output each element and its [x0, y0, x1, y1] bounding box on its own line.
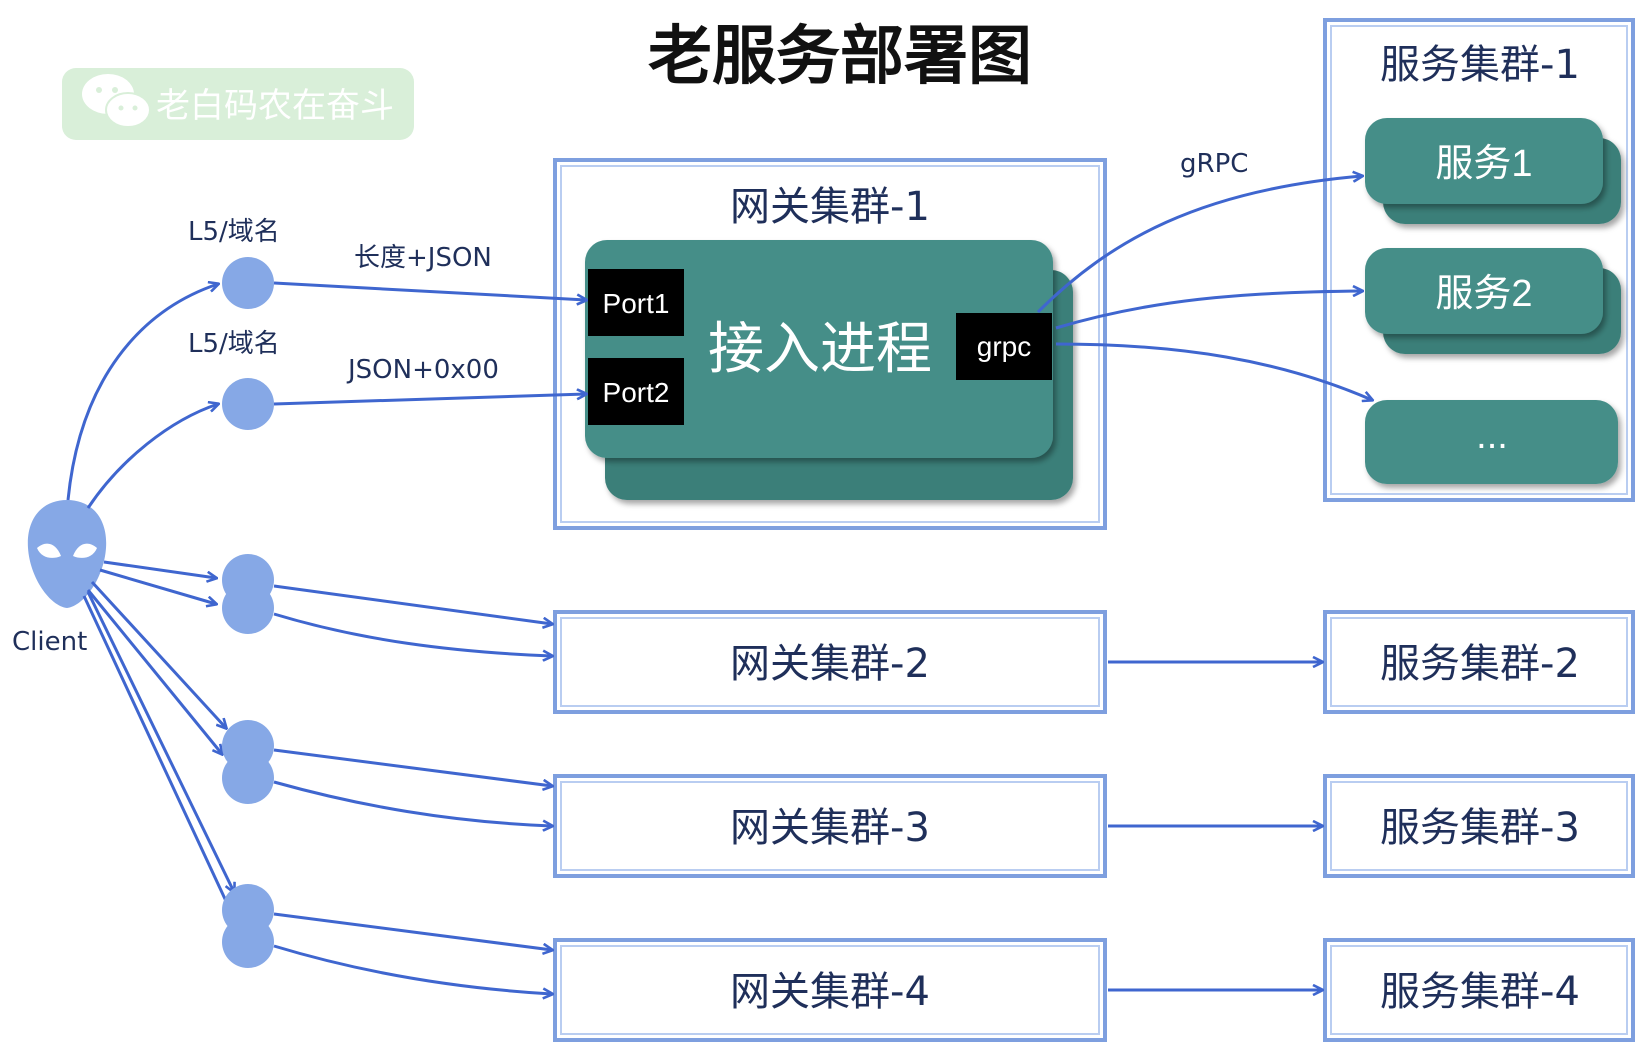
edge-client-dns-4a [90, 580, 226, 728]
edge-dns2-port2 [273, 394, 586, 406]
service-1-label: 服务1 [1435, 143, 1532, 185]
dns-node-5a [222, 884, 274, 936]
port2-label: Port2 [603, 377, 670, 408]
service-cluster-2-label: 服务集群-2 [1380, 641, 1580, 687]
grpc-protocol-label: gRPC [1180, 149, 1248, 179]
edge-grpc-service-2 [1055, 291, 1362, 330]
client-label: Client [12, 627, 87, 657]
gateway-cluster-2: 网关集群-2 [553, 610, 1107, 714]
edge-grpc-service-more [1055, 342, 1372, 400]
service-cluster-3-label: 服务集群-3 [1380, 805, 1580, 851]
service-cluster-4: 服务集群-4 [1323, 938, 1635, 1042]
edge-client-dns-4b [86, 589, 222, 754]
service-cluster-2: 服务集群-2 [1323, 610, 1635, 714]
edge-client-dns-3a [103, 560, 216, 578]
service-2 [1365, 248, 1603, 334]
diagram-title: 老服务部署图 [648, 20, 1032, 94]
alien-head-icon [27, 500, 107, 608]
dns-node-1 [222, 257, 274, 309]
watermark: 老白码农在奋斗 [62, 68, 414, 140]
port1-label: Port1 [603, 288, 670, 319]
gateway-cluster-2-label: 网关集群-2 [730, 641, 930, 687]
watermark-background [62, 68, 414, 140]
port2-box [588, 358, 684, 425]
service-more [1365, 400, 1618, 484]
gateway-cluster-3-label: 网关集群-3 [730, 805, 930, 851]
wechat-icon [82, 74, 151, 128]
edge-client-dns-3b [99, 568, 216, 604]
access-process [585, 240, 1053, 458]
dns-node-4a [222, 720, 274, 772]
edge-client-dns-5b [82, 595, 232, 914]
dns-node-3a [222, 554, 274, 606]
port2-protocol-label: JSON+0x00 [346, 355, 499, 385]
edge-dns5a-gw4 [273, 912, 552, 950]
dns-node-2 [222, 378, 274, 430]
gateway-cluster-4-label: 网关集群-4 [730, 969, 930, 1015]
dns-label-1: L5/域名 [188, 217, 280, 247]
client: Client [12, 500, 107, 657]
grpc-box [956, 313, 1052, 380]
gateway-cluster-1: 网关集群-1 接入进程 Port1 Port2 grpc [553, 158, 1107, 530]
watermark-text: 老白码农在奋斗 [156, 86, 394, 126]
edge-client-dns-5a [86, 591, 234, 892]
edge-dns4a-gw3 [273, 748, 552, 786]
grpc-label: grpc [977, 331, 1031, 362]
gateway-cluster-4: 网关集群-4 [553, 938, 1107, 1042]
edge-client-dns-2 [86, 404, 218, 509]
port1-box [588, 269, 684, 336]
edge-grpc-service-1 [1036, 176, 1362, 314]
edge-dns1-port1 [273, 281, 586, 300]
gateway-cluster-3: 网关集群-3 [553, 774, 1107, 878]
service-1 [1365, 118, 1603, 204]
service-more-label: ... [1476, 415, 1508, 457]
access-process-label: 接入进程 [708, 317, 932, 382]
edge-dns4b-gw3 [273, 780, 552, 826]
service-cluster-3: 服务集群-3 [1323, 774, 1635, 878]
edge-dns3b-gw2 [273, 612, 552, 656]
gateway-cluster-1-label: 网关集群-1 [730, 184, 930, 230]
edge-client-dns-1 [66, 284, 218, 501]
service-cluster-1: 服务集群-1 服务1 服务2 ... [1323, 18, 1635, 502]
service-cluster-4-label: 服务集群-4 [1380, 969, 1580, 1015]
service-2-label: 服务2 [1435, 273, 1532, 315]
edge-dns3a-gw2 [273, 584, 552, 624]
port1-protocol-label: 长度+JSON [354, 243, 492, 273]
edge-dns5b-gw4 [273, 944, 552, 994]
dns-label-2: L5/域名 [188, 329, 280, 359]
service-cluster-1-label: 服务集群-1 [1380, 42, 1580, 88]
